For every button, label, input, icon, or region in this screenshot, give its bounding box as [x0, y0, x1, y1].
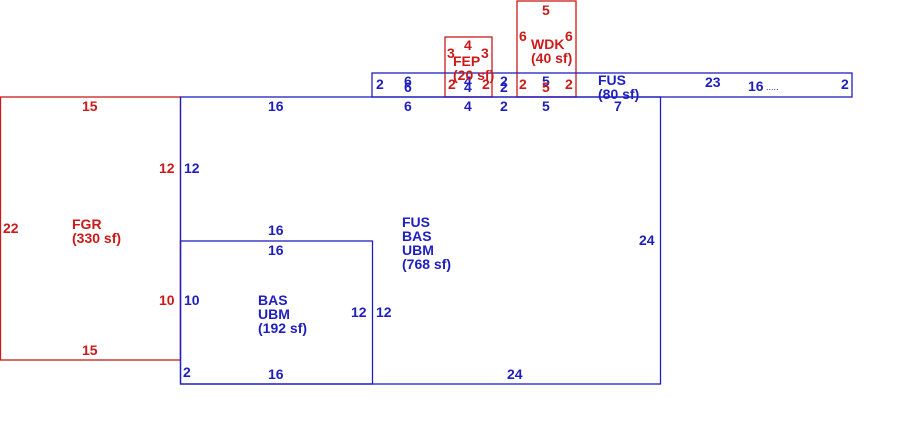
- label-wdk-code: WDK: [531, 36, 564, 52]
- dim-top-4: 4: [464, 98, 472, 114]
- dim-strip-2a: 2: [500, 73, 508, 89]
- dim-strip-16: 16: [748, 78, 764, 94]
- label-bas-area: (192 sf): [258, 320, 307, 336]
- dim-strip-5: 5: [542, 73, 550, 89]
- dim-strip-right: 2: [841, 76, 849, 92]
- dim-bas-right-outer: 12: [351, 304, 367, 320]
- dim-top-7: 7: [614, 98, 622, 114]
- dim-garage-right-top: 12: [159, 160, 175, 176]
- dim-fep-bottom-left: 2: [448, 76, 456, 92]
- dim-garage-right-bottom: 10: [159, 292, 175, 308]
- dim-strip-4b: 4: [464, 79, 472, 95]
- label-main-code-1: FUS: [402, 214, 430, 230]
- label-garage-code: FGR: [72, 216, 102, 232]
- strip-dots: .....: [766, 82, 779, 92]
- dim-strip-2b: 2: [500, 79, 508, 95]
- dim-strip-6a: 6: [404, 73, 412, 89]
- dim-wdk-bottom-mid: 5: [542, 79, 550, 95]
- dim-wdk-right: 6: [565, 28, 573, 44]
- dim-garage-bottom: 15: [82, 342, 98, 358]
- label-strip-code: FUS: [598, 72, 626, 88]
- label-main-code-2: BAS: [402, 228, 432, 244]
- dim-strip-6b: 6: [404, 79, 412, 95]
- dim-garage-left: 22: [3, 220, 19, 236]
- dim-top-2: 2: [500, 98, 508, 114]
- dim-bas-top-outer: 16: [268, 222, 284, 238]
- dim-main-bottom: 24: [507, 366, 523, 382]
- label-garage-area: (330 sf): [72, 230, 121, 246]
- dim-fep-left: 3: [447, 45, 455, 61]
- dim-strip-4a: 4: [464, 73, 472, 89]
- dim-bas-top-inner: 16: [268, 242, 284, 258]
- dim-wdk-left: 6: [519, 28, 527, 44]
- dim-strip-23: 23: [705, 74, 721, 90]
- dim-main-left-upper: 12: [184, 160, 200, 176]
- label-fep-area: (20 sf): [453, 67, 494, 83]
- label-fep-code: FEP: [453, 53, 480, 69]
- dim-bas-left-bottom: 2: [183, 364, 191, 380]
- basement-outline: [179, 240, 374, 385]
- dim-bas-left: 10: [184, 292, 200, 308]
- label-bas-code-1: BAS: [258, 292, 288, 308]
- label-bas-code-2: UBM: [258, 306, 290, 322]
- label-strip-area: (80 sf): [598, 86, 639, 102]
- dim-top-6: 6: [404, 98, 412, 114]
- dim-wdk-bottom-left: 2: [519, 76, 527, 92]
- upper-strip-outline: [371, 72, 853, 98]
- dim-wdk-bottom-right: 2: [565, 76, 573, 92]
- dim-fep-bottom-right: 2: [482, 76, 490, 92]
- dim-wdk-top: 5: [542, 2, 550, 18]
- dim-fep-right: 3: [481, 45, 489, 61]
- dim-garage-top: 15: [82, 98, 98, 114]
- dim-strip-left: 2: [376, 76, 384, 92]
- dim-top-5: 5: [542, 98, 550, 114]
- dim-bas-right-inner: 12: [376, 304, 392, 320]
- dim-bas-bottom: 16: [268, 366, 284, 382]
- label-main-code-3: UBM: [402, 242, 434, 258]
- label-main-area: (768 sf): [402, 256, 451, 272]
- dim-main-right: 24: [639, 232, 655, 248]
- dim-main-top: 16: [268, 98, 284, 114]
- dim-fep-top: 4: [464, 37, 472, 53]
- label-wdk-area: (40 sf): [531, 50, 572, 66]
